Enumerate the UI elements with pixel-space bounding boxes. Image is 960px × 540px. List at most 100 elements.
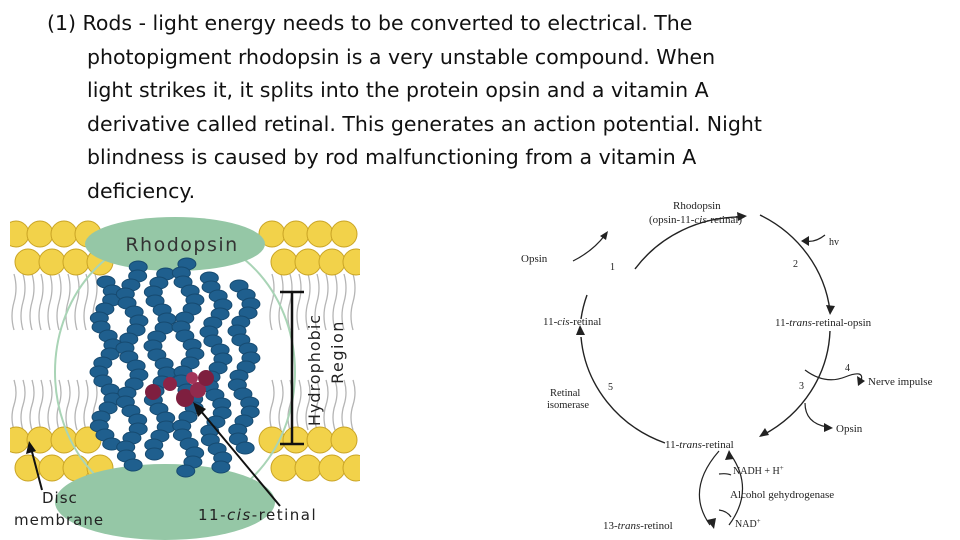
lipid-head <box>306 426 334 454</box>
body-text: (1) Rods - light energy needs to be conv… <box>47 7 927 209</box>
lipid-tail <box>38 273 44 331</box>
protein-helix-segment <box>144 447 164 461</box>
membrane-label: membrane <box>14 511 104 529</box>
retinal-arrow <box>193 402 281 507</box>
lipid-tail <box>350 379 356 431</box>
lipid-head <box>14 248 42 276</box>
lipid-head <box>306 220 334 248</box>
lipid-tail <box>20 273 26 331</box>
lipid-tail <box>287 273 293 331</box>
cycle-arrowheads <box>576 212 835 437</box>
lipid-tail <box>314 379 320 431</box>
lipid-tail <box>56 273 62 331</box>
body-line-1: (1) Rods - light energy needs to be conv… <box>47 11 693 35</box>
lipid-tail <box>11 273 17 331</box>
lipid-tail <box>269 379 275 431</box>
lipid-head <box>342 248 360 276</box>
lipid-tail <box>47 273 53 331</box>
lipid-tail <box>47 379 53 431</box>
lipid-tail <box>296 379 302 431</box>
lipid-tail <box>305 273 311 331</box>
lipid-tail <box>314 273 320 331</box>
lipid-head <box>318 248 346 276</box>
lipid-tail <box>38 379 44 431</box>
lipid-tail <box>20 379 26 431</box>
lipid-tail <box>278 379 284 431</box>
lipid-head <box>270 454 298 482</box>
lipid-tail <box>269 273 275 331</box>
step-1: 1 <box>610 262 615 273</box>
lipid-tail <box>65 379 71 431</box>
lipid-head <box>258 426 286 454</box>
lipid-tail <box>323 273 329 331</box>
lipid-head <box>38 248 66 276</box>
rhodopsin-subtitle: (opsin-11-cis-retinal) <box>649 214 742 226</box>
nerve-impulse-arrowhead <box>857 376 865 386</box>
lipid-head <box>294 248 322 276</box>
lipid-tail <box>278 273 284 331</box>
lipid-head <box>282 220 310 248</box>
nerve-impulse-label: Nerve impulse <box>868 376 933 388</box>
opsin-in-arrowhead <box>600 231 608 240</box>
trans-retinol-node: 13-trans-retinol <box>603 520 673 532</box>
hydrophobic-label: Hydrophobic <box>305 314 324 426</box>
lipid-tail <box>83 379 89 431</box>
reduction-arrows <box>698 450 744 526</box>
lipid-head <box>26 220 54 248</box>
protein-helix-segment <box>211 460 231 474</box>
lipid-head <box>342 454 360 482</box>
lipid-tail <box>332 379 338 431</box>
retinal-isomerase-line2: isomerase <box>547 400 589 411</box>
alcohol-dehydrogenase-label: Alcohol gehydrogenase <box>730 489 834 501</box>
trans-retinal-opsin-node: 11-trans-retinal-opsin <box>775 317 872 329</box>
lipid-tail <box>29 273 35 331</box>
protein-helix-segment <box>123 458 143 472</box>
opsin-out-label: Opsin <box>836 423 863 435</box>
body-line-2: photopigment rhodopsin is a very unstabl… <box>87 44 716 69</box>
lipid-tail <box>341 273 347 331</box>
lipid-head <box>318 454 346 482</box>
lipid-head <box>38 454 66 482</box>
nadh-label: NADH + H+ <box>733 464 784 477</box>
lipid-head <box>330 220 358 248</box>
nad-label: NAD+ <box>735 517 761 530</box>
opsin-node: Opsin <box>521 253 548 265</box>
rhodopsin-label: Rhodopsin <box>125 234 238 256</box>
lipid-head <box>270 248 298 276</box>
hv-arrowhead <box>801 236 809 246</box>
lipid-head <box>50 426 78 454</box>
rhodopsin-node: Rhodopsin <box>673 200 721 212</box>
lipid-tail <box>29 379 35 431</box>
lipid-heads <box>10 220 360 482</box>
retinal-molecule <box>145 370 214 407</box>
step-3: 3 <box>799 381 804 392</box>
cis-retinal-node: 11-cis-retinal <box>543 316 601 328</box>
body-line-3: light strikes it, it splits into the pro… <box>87 78 709 103</box>
lipid-tail <box>11 379 17 431</box>
step-5: 5 <box>608 382 613 393</box>
top-ellipse <box>85 217 265 271</box>
lipid-tail <box>323 379 329 431</box>
opsin-out-arrow <box>804 402 828 428</box>
lipid-tail <box>305 379 311 431</box>
lipid-tail <box>341 379 347 431</box>
lipid-tail <box>350 273 356 331</box>
disc-membrane-arrow <box>26 441 43 491</box>
lipid-tails <box>11 273 356 431</box>
reduction-arrowheads <box>707 450 734 529</box>
retinal-label: 11-cis-retinal <box>198 506 317 524</box>
opsin-out-arrowhead <box>824 423 833 432</box>
lipid-head <box>282 426 310 454</box>
nerve-impulse-arrow <box>804 369 863 382</box>
hv-label: hv <box>829 237 839 248</box>
lipid-tail <box>74 273 80 331</box>
lipid-head <box>62 248 90 276</box>
step-4: 4 <box>845 363 850 374</box>
lipid-tail <box>83 273 89 331</box>
region-label: Region <box>328 320 347 384</box>
lipid-tail <box>332 273 338 331</box>
retinal-isomerase-line1: Retinal <box>550 388 580 399</box>
visual-cycle-diagram: Rhodopsin (opsin-11-cis-retinal) hv Opsi… <box>505 185 960 540</box>
step-2: 2 <box>793 259 798 270</box>
